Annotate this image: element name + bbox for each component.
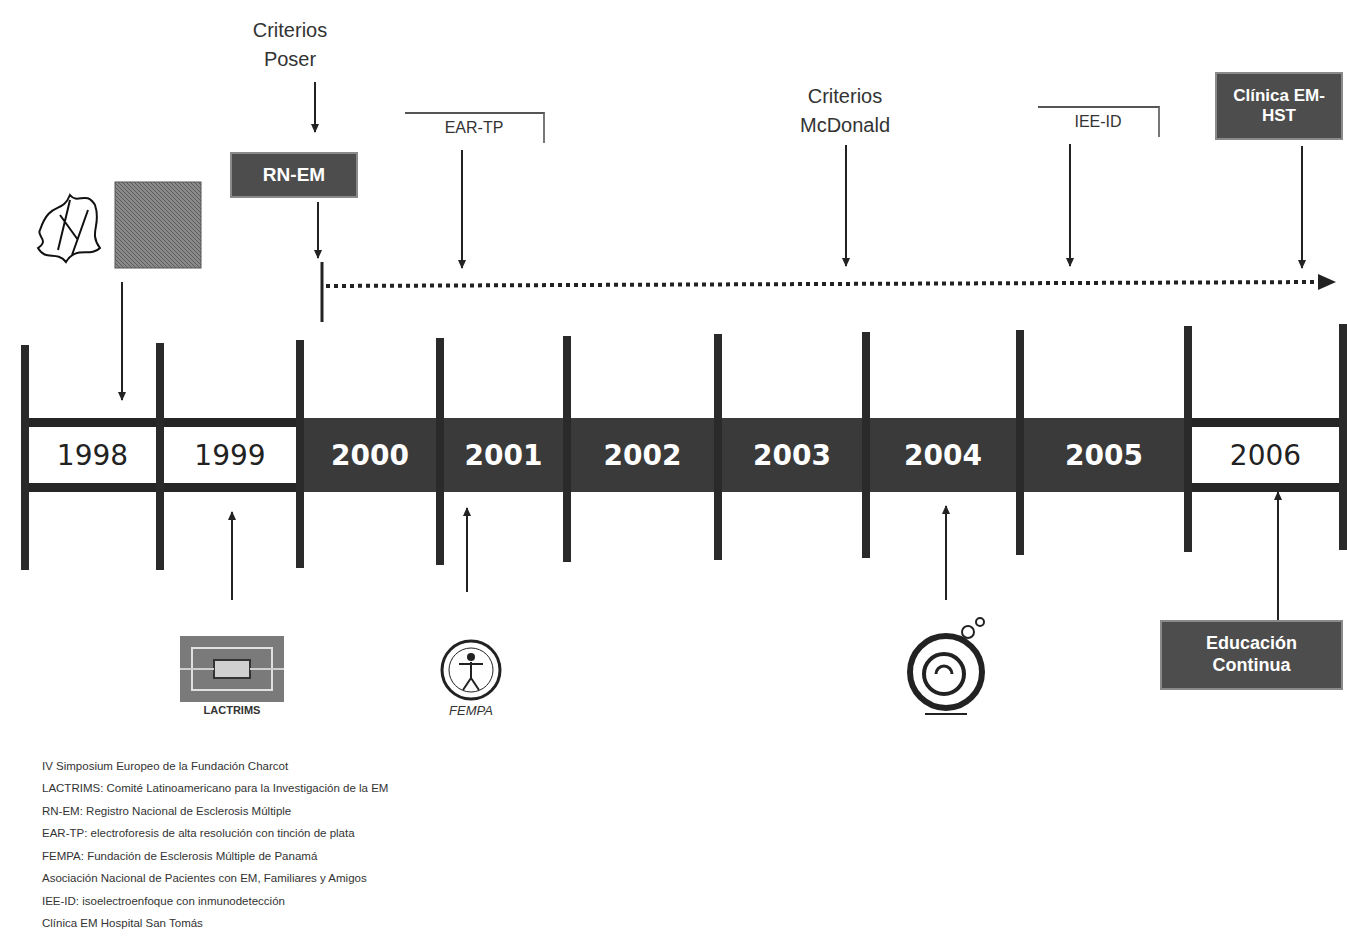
leader-arrows xyxy=(122,82,1302,600)
registry-box: RN-EM xyxy=(230,152,358,198)
symposium-illustration xyxy=(38,182,201,268)
node-text: Clínica EM-HST xyxy=(1229,86,1329,127)
year-cell: 2006 xyxy=(1192,418,1339,492)
node-text: 2003 xyxy=(753,439,831,472)
year-cell: 2000 xyxy=(304,418,436,492)
node-text: 2006 xyxy=(1230,439,1301,472)
note-line: LACTRIMS: Comité Latinoamericano para la… xyxy=(42,780,388,797)
method-label: IEE-ID xyxy=(1038,106,1160,137)
node-text: 2004 xyxy=(904,439,982,472)
education-box: Educación Continua xyxy=(1160,620,1343,690)
note-line: EAR-TP: electroforesis de alta resolució… xyxy=(42,825,355,842)
lactrims-logo xyxy=(180,636,284,702)
year-cell: 2001 xyxy=(444,418,563,492)
dotted-arrow xyxy=(322,262,1336,322)
year-cell: 1998 xyxy=(29,418,156,492)
note-line: FEMPA: Fundación de Esclerosis Múltiple … xyxy=(42,848,317,865)
node-text: Educación Continua xyxy=(1187,633,1317,676)
year-cell: 2004 xyxy=(870,418,1016,492)
note-line: Asociación Nacional de Pacientes con EM,… xyxy=(42,870,367,887)
year-cell: 1999 xyxy=(164,418,296,492)
fempa-logo xyxy=(442,641,500,699)
note-line: IV Simposium Europeo de la Fundación Cha… xyxy=(42,758,288,775)
association-logo xyxy=(910,618,984,714)
node-text: 2005 xyxy=(1065,439,1143,472)
connector-arrow xyxy=(1277,492,1279,620)
criteria-label: Criterios McDonald xyxy=(770,82,920,140)
note-line: Clínica EM Hospital San Tomás xyxy=(42,915,203,932)
logo-text: LACTRIMS xyxy=(176,704,288,717)
note-line: RN-EM: Registro Nacional de Esclerosis M… xyxy=(42,803,291,820)
year-cell: 2002 xyxy=(571,418,714,492)
clinic-box: Clínica EM-HST xyxy=(1215,72,1343,140)
node-text: 1999 xyxy=(194,439,265,472)
node-text: 2002 xyxy=(604,439,682,472)
node-text: 2001 xyxy=(465,439,543,472)
method-label: EAR-TP xyxy=(405,112,545,143)
note-line: IEE-ID: isoelectroenfoque con inmunodete… xyxy=(42,893,285,910)
node-text: 1998 xyxy=(57,439,128,472)
year-cell: 2005 xyxy=(1024,418,1184,492)
node-text: RN-EM xyxy=(263,164,325,187)
logo-text: FEMPA xyxy=(431,703,511,719)
criteria-label: Criterios Poser xyxy=(235,16,345,74)
node-text: 2000 xyxy=(331,439,409,472)
year-cell: 2003 xyxy=(722,418,862,492)
tick-bars xyxy=(21,324,1347,570)
